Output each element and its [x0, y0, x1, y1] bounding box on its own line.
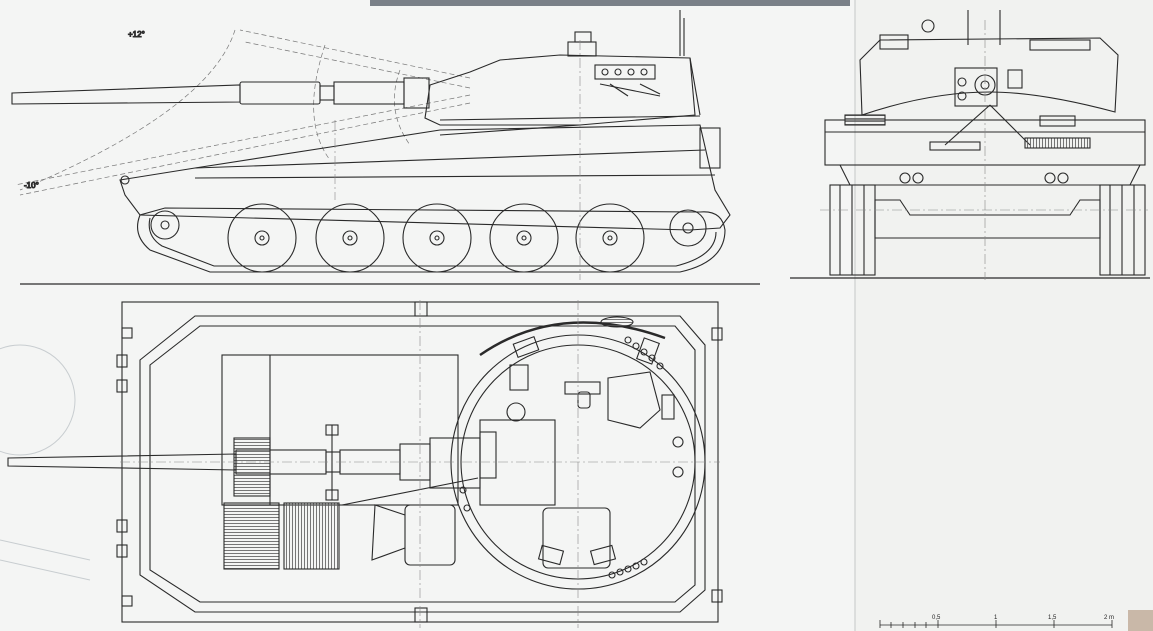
- finger-edge: [1128, 610, 1153, 631]
- top-engine-deck: [221, 354, 459, 570]
- road-wheels: [150, 203, 707, 273]
- scale-bar: [879, 620, 1113, 628]
- front-view: [820, 10, 1148, 280]
- ring-bolts: [459, 336, 664, 579]
- elevation-angle-label: +12°: [128, 30, 145, 39]
- side-gun-barrel: [11, 77, 430, 109]
- side-tracks: [137, 203, 726, 273]
- scale-tick-1-5: 1,5: [1048, 615, 1057, 621]
- depression-angle-label: -10°: [24, 181, 39, 190]
- scale-tick-0-5: 0,5: [932, 615, 941, 621]
- side-hull: [119, 124, 731, 231]
- scale-tick-1: 1: [994, 615, 998, 621]
- paper-right-panel: [855, 0, 1153, 631]
- paper-top-edge: [370, 0, 850, 6]
- front-tracks: [829, 184, 1146, 276]
- front-turret: [859, 10, 1119, 146]
- scale-tick-2m: 2 m: [1104, 615, 1114, 621]
- top-view: [7, 300, 723, 628]
- gun-elevation-arc: [14, 29, 471, 196]
- side-view: +12° -10°: [11, 10, 731, 280]
- faint-show-through-marks: [0, 344, 91, 581]
